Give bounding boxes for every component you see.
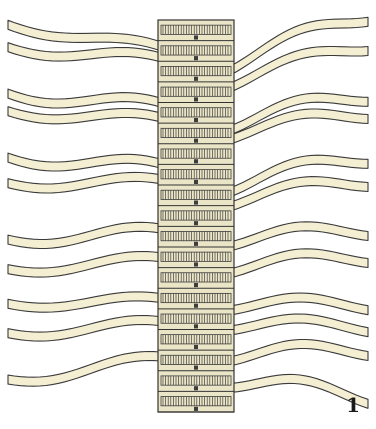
wavy-strip-right-22	[232, 340, 368, 366]
center-clip	[194, 242, 198, 246]
wavy-strip-left-9	[8, 292, 160, 312]
wavy-strip-left-11	[8, 352, 160, 387]
center-clip	[194, 283, 198, 287]
wavy-strip-right-15	[232, 109, 368, 144]
center-clip	[194, 180, 198, 184]
center-clip	[194, 200, 198, 204]
center-clip	[194, 366, 198, 370]
wavy-strip-left-4	[8, 107, 160, 124]
center-clip	[194, 118, 198, 122]
wavy-strip-right-19	[232, 249, 368, 278]
center-clip	[194, 97, 198, 101]
wavy-strip-right-21	[232, 314, 368, 337]
wavy-strip-right-16	[232, 155, 368, 196]
wavy-strip-left-10	[8, 316, 160, 342]
wavy-strip-right-20	[232, 293, 368, 315]
center-clip	[194, 304, 198, 308]
center-clip	[194, 35, 198, 39]
center-clip	[194, 139, 198, 143]
center-clip	[194, 77, 198, 81]
center-clip	[194, 262, 198, 266]
wavy-strip-left-3	[8, 89, 160, 108]
center-clip	[194, 407, 198, 411]
wavy-strip-left-1	[8, 20, 160, 50]
wavy-strip-left-6	[8, 172, 160, 193]
figure-number: 1	[346, 393, 360, 417]
center-clip	[194, 345, 198, 349]
wavy-strip-left-8	[8, 252, 160, 278]
wavy-strip-right-18	[232, 222, 368, 251]
center-clip	[194, 159, 198, 163]
center-clip	[194, 386, 198, 390]
wavy-strip-right-12	[232, 17, 368, 74]
wavy-strip-left-5	[8, 153, 160, 171]
wavy-strip-left-2	[8, 43, 160, 62]
wavy-strip-left-7	[8, 222, 160, 248]
center-clip	[194, 324, 198, 328]
center-clip	[194, 221, 198, 225]
center-clip	[194, 56, 198, 60]
central-column	[158, 20, 234, 412]
